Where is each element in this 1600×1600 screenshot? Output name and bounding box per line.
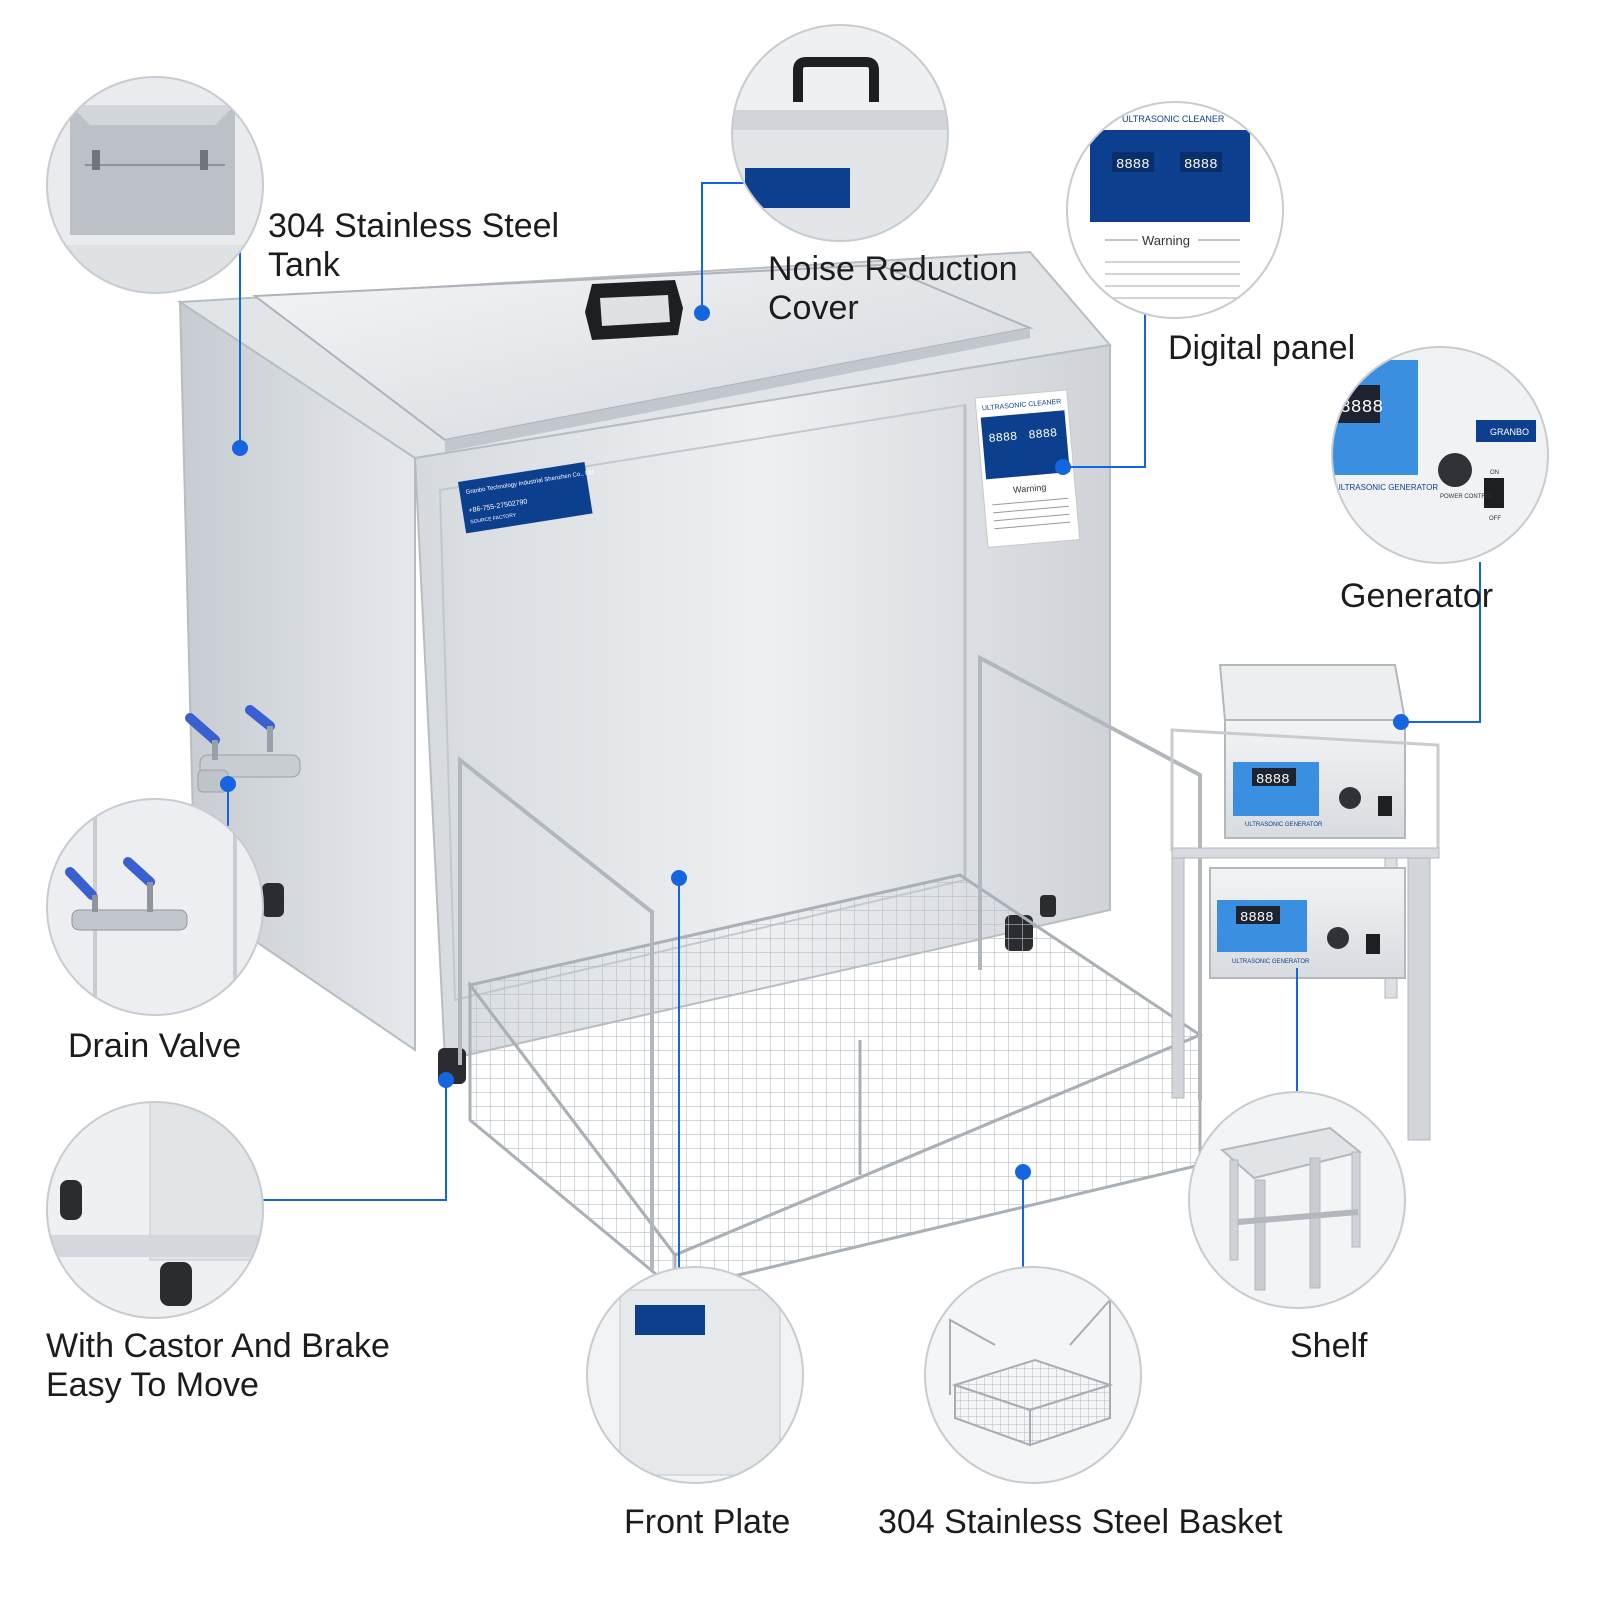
svg-text:8888: 8888 <box>1116 157 1150 173</box>
detail-castor <box>46 1101 264 1319</box>
tank-control-sticker: ULTRASONIC CLEANER 8888 8888 Warning <box>974 389 1081 548</box>
detail-digital-panel: 8888 8888 ULTRASONIC CLEANER Warning <box>1066 101 1284 319</box>
svg-text:ULTRASONIC GENERATOR: ULTRASONIC GENERATOR <box>1245 822 1323 828</box>
generator-stack: 8888 ULTRASONIC GENERATOR 8888 ULTRASONI… <box>1170 664 1440 1141</box>
svg-text:ULTRASONIC CLEANER: ULTRASONIC CLEANER <box>1122 114 1225 124</box>
callout-shelf-label: Shelf <box>1290 1327 1368 1365</box>
callout-dots <box>220 305 1409 1180</box>
svg-text:GRANBO: GRANBO <box>1490 427 1529 437</box>
detail-cover <box>731 24 949 242</box>
svg-text:8888: 8888 <box>1256 772 1290 788</box>
detail-front-plate <box>586 1266 804 1484</box>
svg-text:Warning: Warning <box>1142 233 1190 248</box>
detail-generator: 8888 GRANBO POWER CONTROL ON OFF ULTRASO… <box>1331 346 1549 564</box>
connector-lines <box>227 182 1481 1268</box>
svg-text:8888: 8888 <box>1028 426 1058 442</box>
callout-cover-label: Noise Reduction Cover <box>768 250 1018 327</box>
svg-text:8888: 8888 <box>1184 157 1218 173</box>
callout-front-plate-label: Front Plate <box>624 1503 791 1541</box>
detail-drain-valve <box>46 798 264 1016</box>
callout-panel-label: Digital panel <box>1168 329 1356 367</box>
svg-text:Warning: Warning <box>1013 482 1047 495</box>
svg-text:POWER CONTROL: POWER CONTROL <box>1440 494 1494 500</box>
svg-text:ON: ON <box>1490 470 1499 476</box>
svg-text:8888: 8888 <box>1340 398 1383 418</box>
svg-text:ULTRASONIC GENERATOR: ULTRASONIC GENERATOR <box>1335 483 1438 492</box>
svg-text:8888: 8888 <box>988 429 1018 445</box>
svg-text:ULTRASONIC GENERATOR: ULTRASONIC GENERATOR <box>1232 959 1310 965</box>
drain-valves <box>185 705 301 793</box>
callout-generator-label: Generator <box>1340 577 1494 615</box>
svg-text:OFF: OFF <box>1489 516 1501 522</box>
callout-basket-label: 304 Stainless Steel Basket <box>878 1503 1283 1541</box>
detail-tank <box>46 76 264 294</box>
callout-castor-label: With Castor And Brake Easy To Move <box>46 1327 390 1404</box>
detail-basket <box>924 1266 1142 1484</box>
callout-tank-label: 304 Stainless Steel Tank <box>268 207 560 284</box>
svg-text:8888: 8888 <box>1240 910 1274 926</box>
callout-drain-label: Drain Valve <box>68 1027 242 1065</box>
detail-shelf <box>1188 1091 1406 1309</box>
